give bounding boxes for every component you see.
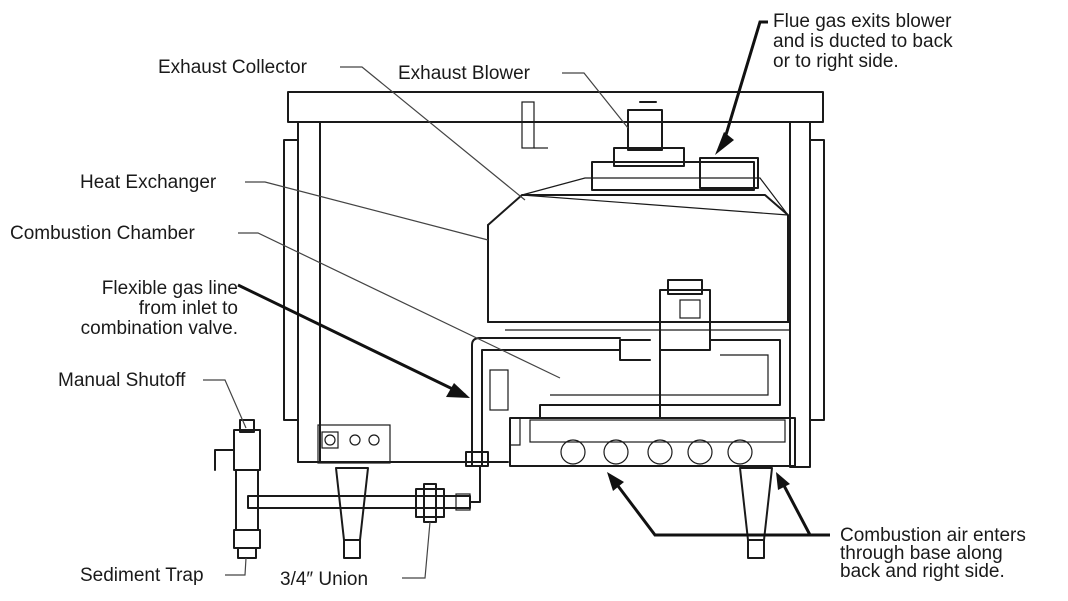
left-cabinet-wall xyxy=(283,121,509,463)
flexible-gas-line-line-1: Flexible gas line xyxy=(101,278,238,299)
flexible-gas-line-line-3: combination valve. xyxy=(80,318,238,339)
exhaust-collector-label: Exhaust Collector xyxy=(158,57,307,78)
combustion-air-label: Combustion air enters through base along… xyxy=(840,525,1026,582)
exhaust-blower-label: Exhaust Blower xyxy=(398,63,531,84)
exhaust-collector xyxy=(521,177,790,216)
flue-gas-arrow xyxy=(715,20,768,155)
combustion-air-arrows xyxy=(607,472,830,537)
heat-exchanger xyxy=(487,194,791,331)
control-bracket xyxy=(521,101,548,149)
combustion-chamber xyxy=(509,417,796,467)
flue-gas-label: Flue gas exits blower and is ducted to b… xyxy=(773,12,953,72)
manual-shutoff-label: Manual Shutoff xyxy=(58,370,186,391)
sediment-trap xyxy=(233,469,261,559)
union-label: 3/4″ Union xyxy=(280,569,369,590)
combustion-air-line-1: Combustion air enters xyxy=(840,525,1026,546)
flexible-gas-line xyxy=(465,337,621,467)
manual-shutoff-valve xyxy=(214,419,261,471)
gas-line-arrow xyxy=(237,283,470,398)
leader-lines xyxy=(203,66,629,579)
combustion-air-line-3: back and right side. xyxy=(840,561,1005,582)
combustion-air-line-2: through base along xyxy=(840,543,1003,564)
control-panel xyxy=(317,424,391,464)
flexible-gas-line-label: Flexible gas line from inlet to combinat… xyxy=(40,279,238,339)
flue-gas-line-2: and is ducted to back xyxy=(773,31,953,52)
heat-exchanger-label: Heat Exchanger xyxy=(80,172,217,193)
combustion-chamber-label: Combustion Chamber xyxy=(10,223,195,244)
left-leg xyxy=(335,467,369,559)
gas-supply-pipe xyxy=(247,465,481,523)
cabinet-top xyxy=(287,91,824,123)
flexible-gas-line-line-2: from inlet to xyxy=(138,298,238,319)
flue-gas-line-3: or to right side. xyxy=(773,51,899,72)
sediment-trap-label: Sediment Trap xyxy=(80,565,204,586)
right-cabinet-wall xyxy=(789,121,825,468)
flue-gas-line-1: Flue gas exits blower xyxy=(773,11,952,32)
right-leg xyxy=(739,467,773,559)
exhaust-blower xyxy=(591,101,759,191)
